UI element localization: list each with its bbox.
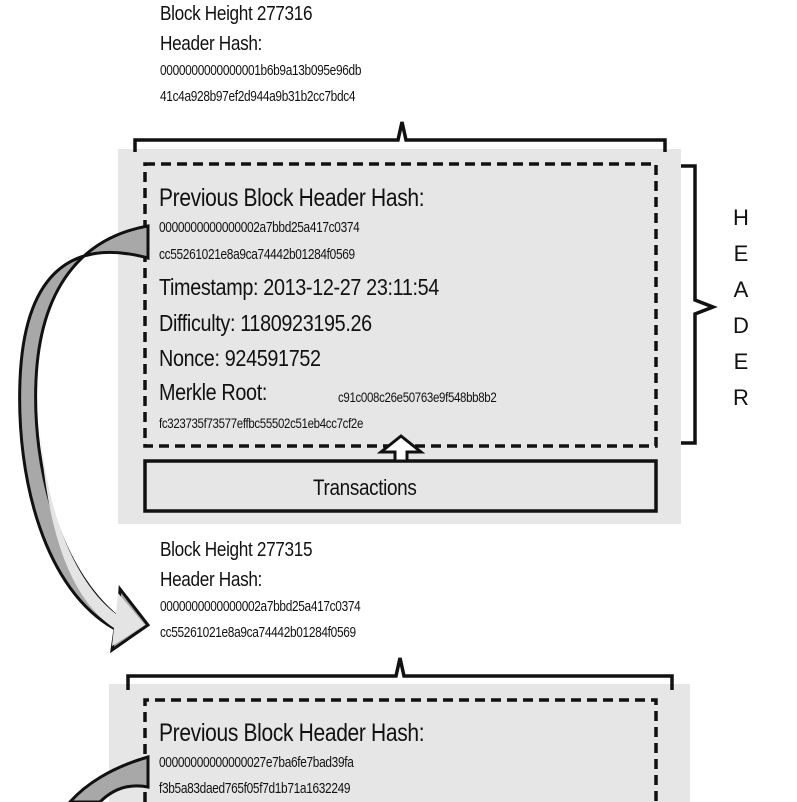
block2-header-hash-line1: 0000000000000002a7bbd25a417c0374: [160, 599, 361, 615]
block2-background: [109, 684, 690, 802]
block2-top-brace: [126, 657, 674, 690]
block2-prev-hash-line1: 00000000000000027e7ba6fe7bad39fa: [159, 755, 354, 771]
block2-height-label: Block Height 277315: [160, 539, 313, 561]
block1-timestamp: Timestamp: 2013-12-27 23:11:54: [159, 274, 439, 300]
transactions-label: Transactions: [313, 475, 417, 500]
merkle-up-arrow: [376, 434, 426, 463]
block1-prev-hash-line1: 0000000000000002a7bbd25a417c0374: [159, 220, 360, 236]
block1-header-hash-line2: 41c4a928b97ef2d944a9b31b2cc7bdc4: [160, 89, 356, 105]
block2-prev-hash-line2: f3b5a83daed765f05f7d1b71a1632249: [159, 781, 351, 797]
block1-merkle-line2: fc323735f73577effbc55502c51eb4cc7cf2e: [159, 415, 364, 431]
block1-nonce: Nonce: 924591752: [159, 345, 321, 371]
block2-prev-hash-label: Previous Block Header Hash:: [159, 719, 425, 747]
block1-header-hash-label: Header Hash:: [160, 33, 263, 55]
block1-top-brace: [133, 121, 667, 152]
block2-header-hash-label: Header Hash:: [160, 569, 263, 591]
transactions-box: [143, 459, 658, 513]
block1-difficulty: Difficulty: 1180923195.26: [159, 310, 372, 336]
block1-height-label: Block Height 277316: [160, 3, 313, 25]
block1-prev-hash-label: Previous Block Header Hash:: [159, 184, 425, 212]
block2-header-hash-line2: cc55261021e8a9ca74442b01284f0569: [160, 625, 356, 641]
block1-merkle-line1: c91c008c26e50763e9f548bb8b2: [338, 389, 497, 405]
block1-prev-hash-line2: cc55261021e8a9ca74442b01284f0569: [159, 247, 355, 263]
prev-hash-curved-arrow-light: [40, 430, 145, 646]
block2-prev-hash-arrow: [67, 755, 150, 802]
header-side-label: HEADER: [733, 205, 749, 410]
block2-dashed-box: [143, 698, 658, 802]
block1-header-hash-line1: 0000000000000001b6b9a13b095e96db: [160, 63, 362, 79]
header-right-brace: [681, 164, 718, 445]
block1-merkle-label: Merkle Root:: [159, 379, 267, 405]
